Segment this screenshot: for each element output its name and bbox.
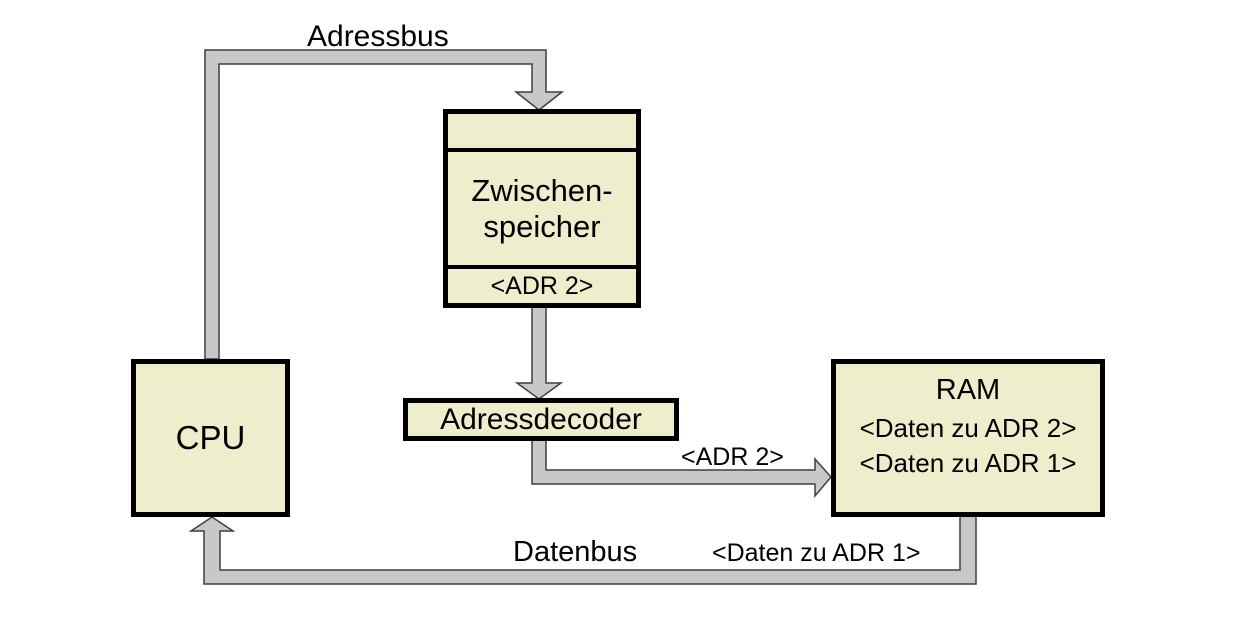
zwischenspeicher-empty-slot: [448, 114, 636, 152]
cpu-label: CPU: [175, 419, 246, 456]
ram-box: RAM <Daten zu ADR 2> <Daten zu ADR 1>: [831, 359, 1105, 517]
zwischenspeicher-title-line2: speicher: [483, 208, 601, 244]
zwischenspeicher-title: Zwischen- speicher: [448, 152, 636, 269]
zwischenspeicher-box: Zwischen- speicher <ADR 2>: [443, 109, 641, 308]
ram-entry-adr1: <Daten zu ADR 1>: [859, 448, 1077, 478]
ram-entry-adr2: <Daten zu ADR 2>: [859, 413, 1077, 443]
zwischenspeicher-adr-value: <ADR 2>: [490, 271, 594, 300]
decoder-to-ram-pipe: [531, 439, 832, 499]
daten-zu-adr1-bus-value-label: <Daten zu ADR 1>: [712, 539, 921, 567]
adressdecoder-label: Adressdecoder: [440, 402, 642, 436]
adressbus-label: Adressbus: [307, 20, 449, 53]
ram-label: RAM: [935, 374, 1001, 406]
zwischenspeicher-title-line1: Zwischen-: [471, 172, 613, 208]
buffer-to-decoder-pipe: [514, 306, 564, 400]
datenbus-label: Datenbus: [513, 536, 638, 568]
adressbus-pipe: [204, 49, 565, 360]
adr2-bus-value-label: <ADR 2>: [681, 443, 784, 471]
cpu-box: CPU: [131, 359, 290, 517]
adressdecoder-box: Adressdecoder: [403, 398, 679, 441]
zwischenspeicher-adr-slot: <ADR 2>: [448, 269, 636, 303]
